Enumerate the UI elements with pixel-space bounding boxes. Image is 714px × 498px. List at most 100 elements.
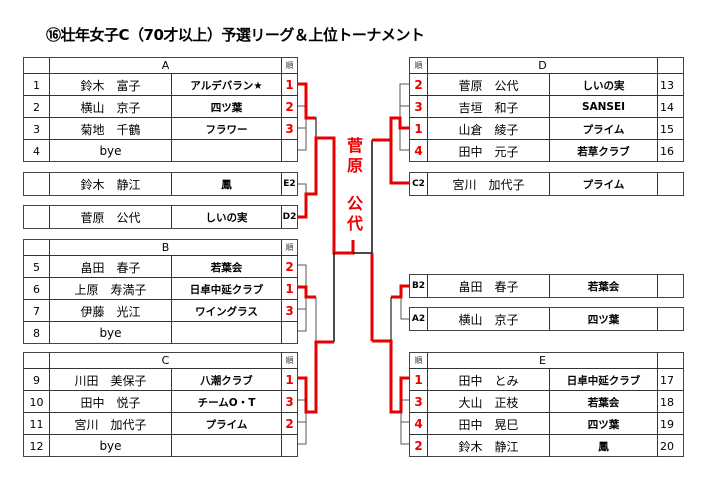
group-name: A bbox=[49, 58, 281, 73]
player-name: 川田 美保子 bbox=[49, 369, 171, 391]
table-row: 8 bye bbox=[24, 321, 297, 344]
player-rank: 1 bbox=[414, 122, 423, 136]
seed-label: A2 bbox=[411, 314, 426, 324]
player-number: 20 bbox=[657, 435, 676, 457]
player-rank: 1 bbox=[414, 373, 423, 387]
champion-char: 公 bbox=[346, 194, 363, 213]
player-club: チームO・T bbox=[171, 391, 281, 413]
rank-header: 順 bbox=[281, 353, 297, 368]
player-number: 10 bbox=[29, 395, 44, 409]
player-number: 19 bbox=[657, 413, 676, 435]
player-club: 日卓中延クラブ bbox=[171, 278, 281, 300]
player-name: 鈴木 静江 bbox=[49, 173, 171, 195]
player-rank: 2 bbox=[281, 256, 297, 278]
winner-line bbox=[298, 136, 355, 255]
player-club: プライム bbox=[171, 413, 281, 435]
player-name: 横山 京子 bbox=[49, 96, 171, 118]
player-club bbox=[171, 140, 281, 162]
player-rank: 2 bbox=[281, 96, 297, 118]
player-number: 8 bbox=[33, 326, 40, 340]
player-number: 12 bbox=[29, 439, 44, 453]
champion-name: 菅 原 公 代 bbox=[346, 136, 364, 234]
player-rank: 3 bbox=[414, 395, 423, 409]
player-club: プライム bbox=[549, 118, 657, 140]
player-number: 7 bbox=[33, 304, 40, 318]
rank-header: 順 bbox=[281, 240, 297, 255]
player-club: 鳳 bbox=[549, 435, 657, 457]
winner-line bbox=[372, 116, 409, 142]
player-name: 菊地 千鶴 bbox=[49, 118, 171, 140]
player-club: アルデバラン★ bbox=[171, 74, 281, 96]
player-rank: 1 bbox=[281, 74, 297, 96]
player-name: 大山 正枝 bbox=[427, 391, 549, 413]
player-club: 鳳 bbox=[171, 173, 281, 195]
player-club: 日卓中延クラブ bbox=[549, 369, 657, 391]
player-name: 鈴木 富子 bbox=[49, 74, 171, 96]
player-name: 上原 寿満子 bbox=[49, 278, 171, 300]
header-blank bbox=[24, 58, 49, 73]
winner-line bbox=[391, 284, 409, 299]
player-rank: 2 bbox=[414, 78, 423, 92]
player-number: 9 bbox=[33, 373, 40, 387]
player-name: 山倉 綾子 bbox=[427, 118, 549, 140]
player-number: 4 bbox=[33, 144, 40, 158]
seed-blank bbox=[24, 173, 49, 195]
player-rank: 2 bbox=[414, 439, 423, 453]
seed-label: B2 bbox=[411, 281, 426, 291]
player-rank: 4 bbox=[414, 417, 423, 431]
player-club: 若葉会 bbox=[171, 256, 281, 278]
player-club: 四ツ葉 bbox=[171, 96, 281, 118]
player-number: 11 bbox=[29, 417, 44, 431]
player-number: 13 bbox=[657, 74, 676, 96]
player-rank: 3 bbox=[281, 300, 297, 322]
winner-line bbox=[298, 285, 316, 299]
player-name: 横山 京子 bbox=[427, 308, 549, 330]
player-number: 6 bbox=[33, 282, 40, 296]
page-title: ⑯壮年女子C（70才以上）予選リーグ＆上位トーナメント bbox=[46, 26, 425, 44]
champion-char: 原 bbox=[346, 156, 363, 175]
player-rank: 3 bbox=[281, 391, 297, 413]
player-rank: 1 bbox=[281, 278, 297, 300]
player-name: 宮川 加代子 bbox=[49, 413, 171, 435]
seed-blank bbox=[657, 308, 676, 330]
player-name: 宮川 加代子 bbox=[427, 173, 549, 195]
player-name: 菅原 公代 bbox=[49, 206, 171, 228]
player-number: 16 bbox=[657, 140, 676, 162]
player-number: 2 bbox=[33, 100, 40, 114]
seed-blank bbox=[24, 206, 49, 228]
seed-label: D2 bbox=[281, 206, 297, 228]
player-club: しいの実 bbox=[171, 206, 281, 228]
player-name: bye bbox=[49, 435, 171, 457]
player-number: 5 bbox=[33, 260, 40, 274]
player-name: 吉垣 和子 bbox=[427, 96, 549, 118]
player-name: bye bbox=[49, 322, 171, 344]
winner-line bbox=[389, 140, 409, 185]
player-name: 鈴木 静江 bbox=[427, 435, 549, 457]
player-club: フラワー bbox=[171, 118, 281, 140]
rank-header: 順 bbox=[414, 61, 423, 70]
player-club: プライム bbox=[549, 173, 657, 195]
player-rank bbox=[281, 435, 297, 457]
player-rank bbox=[281, 322, 297, 344]
